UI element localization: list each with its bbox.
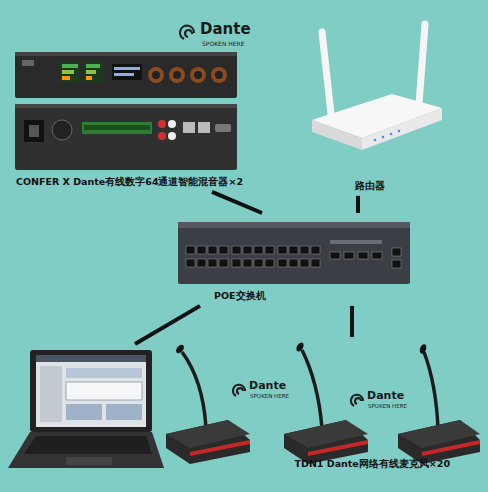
image-area: [214, 214, 412, 290]
image-area: [6, 345, 164, 471]
microphone: [166, 341, 480, 464]
mixer-front: [15, 52, 237, 98]
router-box: 路由器: [300, 16, 440, 195]
logo-text: Dante: [200, 22, 251, 37]
poe-switch: [178, 222, 410, 284]
network-cable: [212, 192, 262, 213]
switch-box: POE交换机: [172, 214, 416, 305]
logo-text: Dante: [367, 390, 404, 401]
network-cable: [350, 306, 354, 337]
image-area: [16, 46, 252, 176]
image-area: [162, 338, 450, 458]
logo-text: Dante: [249, 380, 286, 391]
mixer-back: [15, 104, 237, 170]
network-cable: [135, 306, 200, 344]
microphone-box: TDN1 Dante网络有线麦克风×20: [158, 338, 484, 473]
device-label: TDN1 Dante网络有线麦克风×20: [162, 458, 450, 470]
device-label: CONFER X Dante有线数字64通道智能混音器×2: [16, 176, 252, 188]
router: [312, 24, 442, 150]
logo-tagline: SPOKEN HERE: [250, 394, 289, 400]
image-area: [304, 16, 436, 180]
network-cable: [356, 196, 360, 213]
logo-tagline: SPOKEN HERE: [202, 41, 245, 47]
device-label: POE交换机: [214, 290, 412, 302]
laptop-box: [2, 345, 168, 474]
mixer-box: CONFER X Dante有线数字64通道智能混音器×2: [12, 46, 256, 191]
laptop: [8, 350, 164, 468]
logo-tagline: SPOKEN HERE: [368, 404, 407, 410]
device-label: 路由器: [304, 180, 436, 192]
